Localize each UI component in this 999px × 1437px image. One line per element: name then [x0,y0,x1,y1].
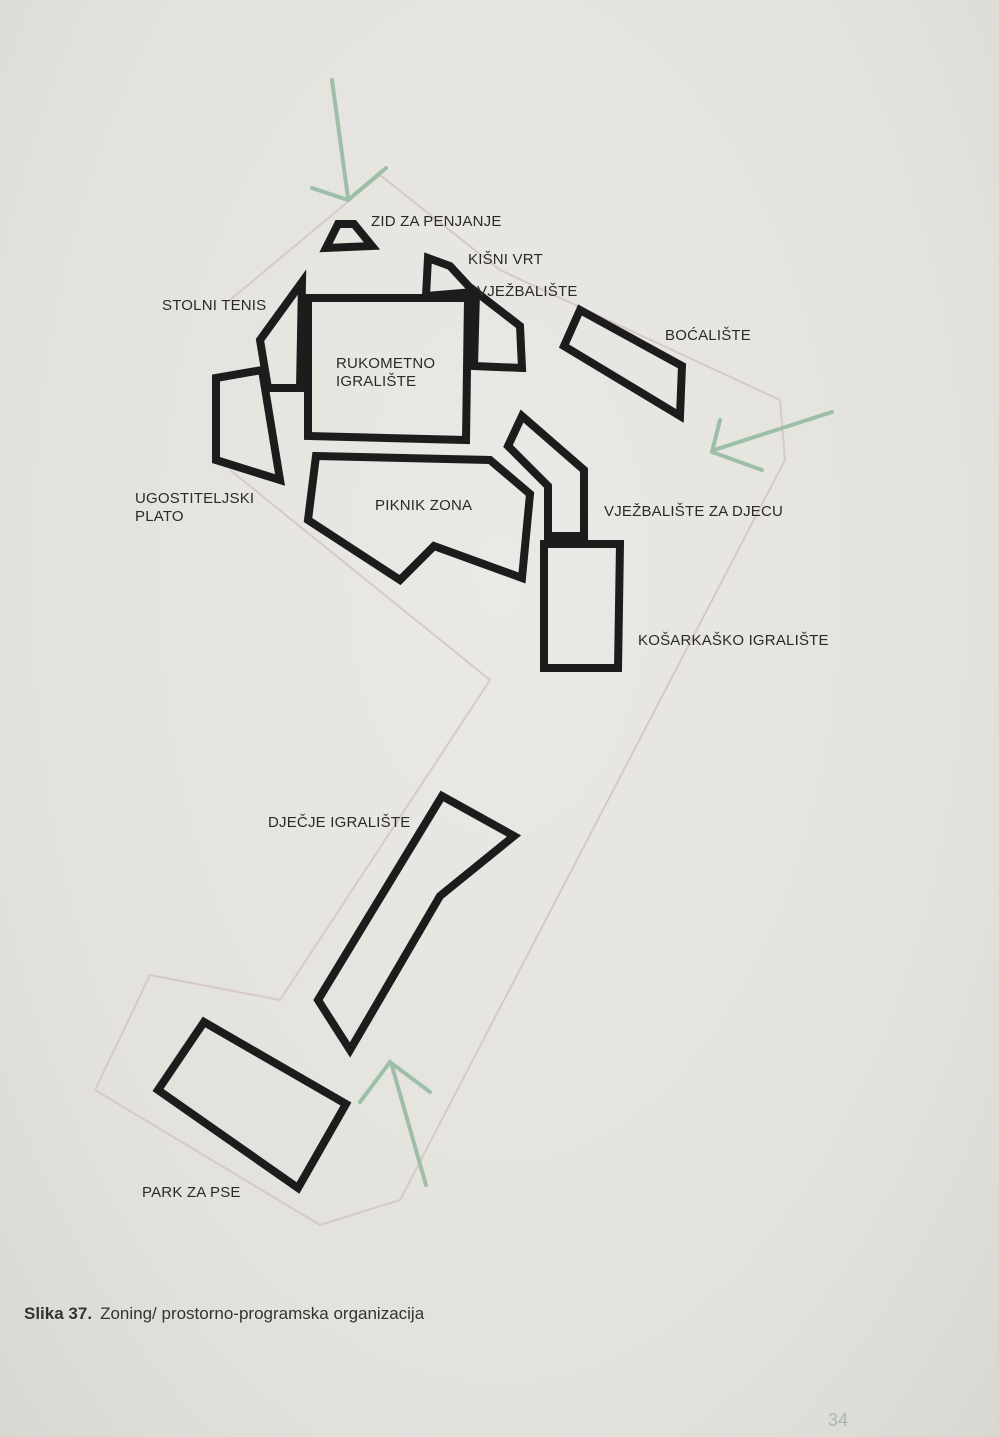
page-number: 34 [828,1410,849,1430]
site-outline [94,174,786,1226]
label-kisni-vrt: KIŠNI VRT [468,251,543,268]
label-rukometno-igraliste: RUKOMETNO IGRALIŠTE [336,355,436,390]
label-vjezbaliste: VJEŽBALIŠTE [477,283,578,300]
label-zid-za-penjanje: ZID ZA PENJANJE [371,213,502,230]
label-kosarkasko-igraliste: KOŠARKAŠKO IGRALIŠTE [638,632,829,649]
zone-park-za-pse [152,1016,352,1194]
label-ugostiteljski-plato: UGOSTITELJSKI PLATO [135,490,255,525]
label-vjezbaliste-za-djecu: VJEŽBALIŠTE ZA DJECU [604,503,784,520]
zone-rukometno-igraliste [304,294,473,445]
figure-caption: Slika 37. Zoning/ prostorno-programska or… [24,1304,424,1324]
zone-ugostiteljski-plato [212,365,285,486]
label-bocaliste: BOĆALIŠTE [665,327,751,344]
zone-vjezbaliste [469,284,527,373]
zone-vjezbaliste-za-djecu [503,409,588,540]
access-arrow-south [358,1059,432,1187]
label-stolni-tenis: STOLNI TENIS [162,297,267,314]
caption-number: Slika 37. [24,1304,93,1323]
zone-bocaliste [558,304,687,423]
label-djecje-igraliste: DJEČJE IGRALIŠTE [268,814,411,831]
zone-zid-za-penjanje [319,220,381,253]
access-arrow-north [310,78,388,203]
zone-djecje-igraliste [313,790,522,1058]
caption-text: Zoning/ prostorno-programska organizacij… [100,1304,425,1323]
access-arrow-east [709,410,834,472]
label-piknik-zona: PIKNIK ZONA [375,497,473,514]
zone-piknik-zona [303,451,535,586]
zone-kisni-vrt [421,252,483,301]
label-park-za-pse: PARK ZA PSE [142,1184,241,1201]
zone-kosarkasko-igraliste [540,540,625,672]
